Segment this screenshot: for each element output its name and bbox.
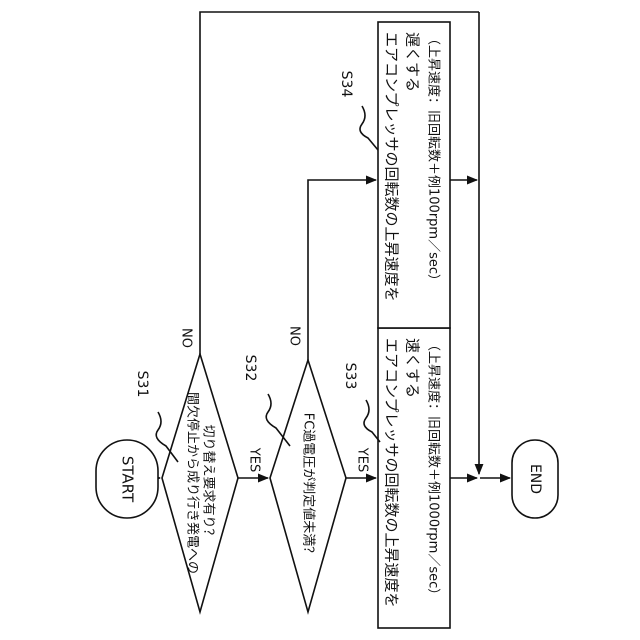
- process-s34-step-label: S34: [338, 71, 354, 98]
- decision-s31-question-line2: 切り替え要求有り？: [201, 424, 216, 541]
- process-s34-line3: （上昇速度：旧回転数＋例100rpm／sec）: [426, 32, 442, 287]
- decision-s31-no-label: NO: [179, 328, 194, 348]
- decision-s31-yes-label: YES: [247, 447, 262, 472]
- decision-s32-step-label: S32: [242, 355, 258, 382]
- process-s34-line1: エアコンプレッサの回転数の上昇速度を: [383, 32, 401, 302]
- decision-s32-yes-label: YES: [355, 447, 370, 472]
- start-label: START: [119, 456, 137, 503]
- decision-s31-step-label: S31: [134, 371, 150, 398]
- process-s33-line2: 速くする: [404, 338, 422, 398]
- process-s34-line2: 遅くする: [404, 32, 422, 92]
- connector-s32-no-to-s34: [308, 180, 376, 360]
- end-label: END: [527, 464, 543, 494]
- process-s33-step-label: S33: [342, 363, 358, 390]
- decision-s32-question: FC過電圧が判定値未満？: [301, 413, 317, 560]
- decision-s32-no-label: NO: [287, 326, 302, 346]
- decision-s31-question-line1: 間欠停止から成り行き発電への: [185, 392, 201, 574]
- process-s34-leader: [360, 106, 378, 150]
- process-s33-line3: （上昇速度：旧回転数＋例1000rpm／sec）: [426, 338, 442, 601]
- process-s33-line1: エアコンプレッサの回転数の上昇速度を: [383, 338, 401, 608]
